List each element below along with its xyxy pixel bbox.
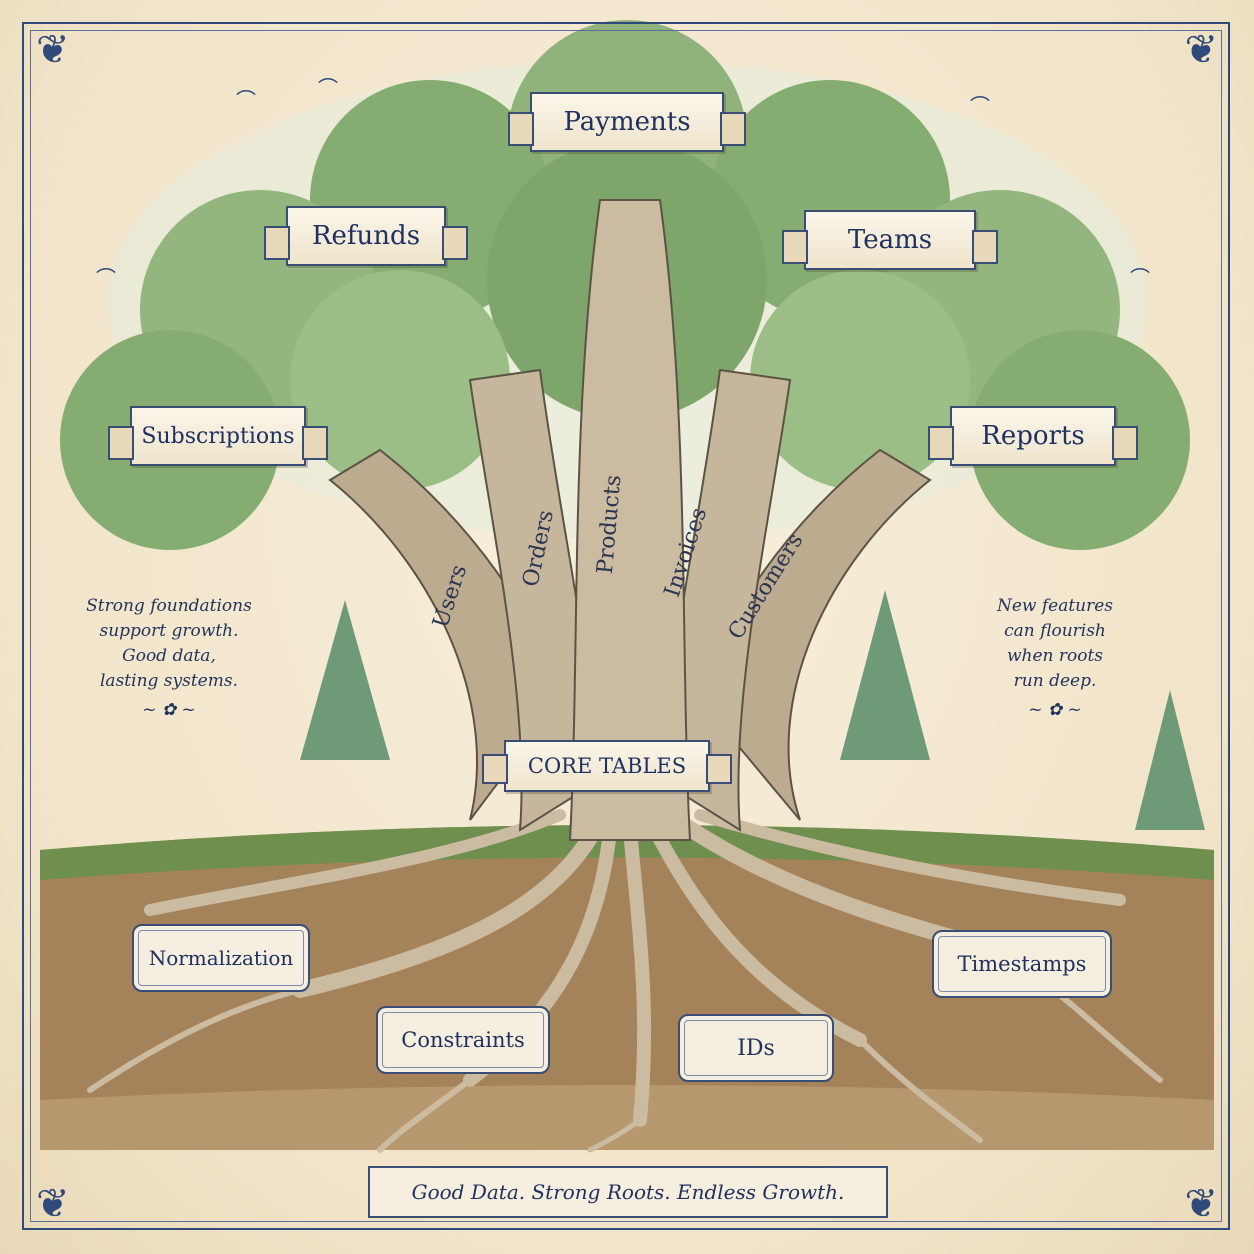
- root-plaque-normalization: Normalization: [132, 924, 310, 992]
- trunk: [328, 199, 932, 841]
- root-label-ids: IDs: [737, 1035, 775, 1061]
- footer-text: Good Data. Strong Roots. Endless Growth.: [411, 1180, 845, 1204]
- banner-refunds: Refunds: [264, 206, 468, 266]
- note-right-line: when roots: [1006, 646, 1104, 666]
- root-label-timestamps: Timestamps: [957, 952, 1087, 976]
- bird-icon: ⌒: [970, 96, 990, 118]
- note-left-line: support growth.: [99, 621, 239, 641]
- corner-flourish-icon: ❦: [1184, 27, 1218, 72]
- pine-trees: [300, 590, 1205, 830]
- root-label-normalization: Normalization: [148, 946, 294, 970]
- banner-reports-label: Reports: [981, 421, 1085, 451]
- note-left-flourish-icon: ~ ✿ ~: [142, 700, 196, 720]
- banner-core-tables-label: CORE TABLES: [527, 754, 687, 778]
- note-left-line: lasting systems.: [100, 671, 238, 691]
- bird-icon: ⌒: [318, 78, 338, 100]
- banner-reports: Reports: [928, 406, 1138, 466]
- note-left-line: Strong foundations: [86, 596, 252, 616]
- note-right-flourish-icon: ~ ✿ ~: [1028, 700, 1082, 720]
- corner-flourish-icon: ❦: [36, 27, 70, 72]
- banner-teams: Teams: [782, 210, 998, 270]
- bird-icon: ⌒: [1130, 268, 1150, 290]
- root-label-constraints: Constraints: [401, 1028, 525, 1052]
- corner-flourish-icon: ❦: [1184, 1181, 1218, 1226]
- footer-banner: Good Data. Strong Roots. Endless Growth.: [368, 1166, 888, 1218]
- note-left: Strong foundations support growth. Good …: [64, 594, 274, 723]
- note-right-line: run deep.: [1013, 671, 1097, 691]
- bird-icon: ⌒: [236, 90, 256, 112]
- banner-teams-label: Teams: [847, 225, 933, 255]
- banner-core-tables: CORE TABLES: [482, 740, 732, 792]
- root-plaque-ids: IDs: [678, 1014, 834, 1082]
- root-plaque-constraints: Constraints: [376, 1006, 550, 1074]
- corner-flourish-icon: ❦: [36, 1181, 70, 1226]
- banner-subscriptions-label: Subscriptions: [141, 423, 295, 449]
- note-right-line: can flourish: [1004, 621, 1106, 641]
- bird-icon: ⌒: [96, 268, 116, 290]
- note-left-line: Good data,: [122, 646, 216, 666]
- banner-refunds-label: Refunds: [311, 221, 421, 251]
- banner-payments: Payments: [508, 92, 746, 152]
- banner-subscriptions: Subscriptions: [108, 406, 328, 466]
- banner-payments-label: Payments: [563, 107, 691, 137]
- note-right-line: New features: [996, 596, 1114, 616]
- root-plaque-timestamps: Timestamps: [932, 930, 1112, 998]
- note-right: New features can flourish when roots run…: [960, 594, 1150, 723]
- soil: [40, 825, 1214, 1150]
